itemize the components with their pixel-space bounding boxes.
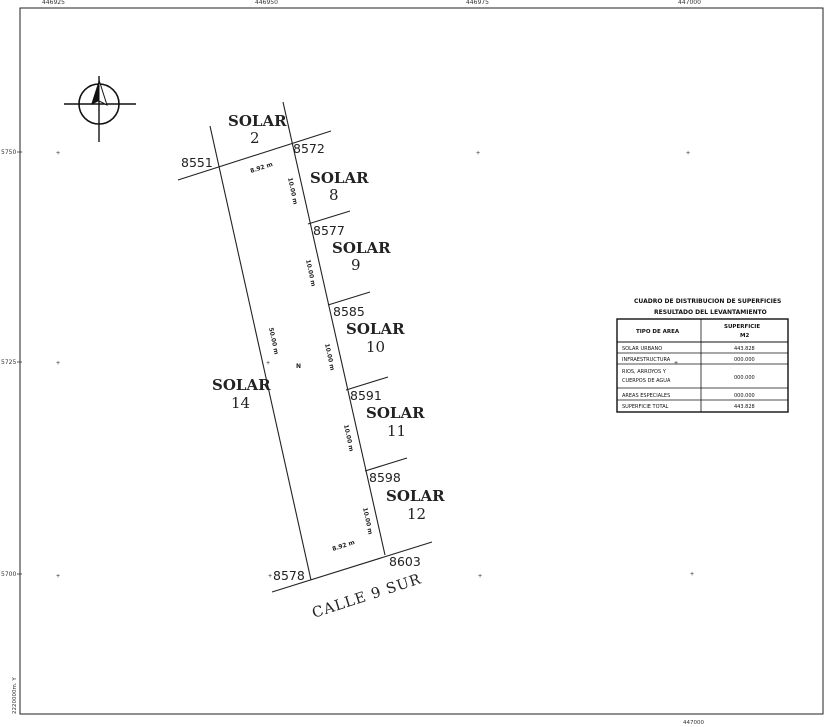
table-row-value: 443.828: [734, 346, 755, 352]
dim-long-side: 50.00 m: [267, 327, 280, 355]
grid-cross: +: [686, 150, 690, 157]
top-coord-1: 446925: [42, 0, 65, 6]
grid-cross: +: [476, 150, 480, 157]
top-coordinate-labels: 446925 446950 446975 447000: [42, 0, 701, 6]
table-row-value: 000.000: [734, 375, 755, 381]
grid-cross: +: [266, 360, 270, 367]
table-row-label: INFRAESTRUCTURA: [622, 357, 671, 363]
solar-8-label: SOLAR: [310, 169, 369, 187]
grid-crosses: + + + + + + + + + +: [56, 150, 694, 580]
division-line-9-10: [327, 291, 371, 306]
lot-14-west-boundary: [209, 125, 312, 581]
top-front-line: [177, 130, 332, 181]
left-coord-3: 5700: [1, 571, 16, 578]
dim-bottom-front: 8.92 m: [331, 539, 355, 553]
street-line: [271, 541, 433, 593]
vertex-8577: 8577: [313, 223, 345, 238]
solar-10-number: 10: [366, 338, 385, 356]
table-header-unit: M2: [740, 333, 749, 339]
dimension-labels: 8.92 m 8.92 m 50.00 m 10.00 m 10.00 m 10…: [249, 161, 373, 553]
table-row-label: RIOS, ARROYOS Y: [622, 369, 667, 375]
north-arrow-pointer-right: [98, 79, 108, 106]
table-title-line2: RESULTADO DEL LEVANTAMIENTO: [654, 309, 767, 316]
solar-8-number: 8: [329, 186, 339, 204]
solar-12-label: SOLAR: [386, 487, 445, 505]
division-line-10-11: [345, 376, 389, 391]
table-row-value: 000.000: [734, 393, 755, 399]
solar-2-number: 2: [250, 129, 260, 147]
table-row-label-line2: CUERPOS DE AGUA: [622, 378, 671, 384]
table-title-line1: CUADRO DE DISTRIBUCION DE SUPERFICIES: [634, 298, 781, 305]
solar-14-number: 14: [231, 394, 250, 412]
solar-labels: SOLAR 2 SOLAR 8 SOLAR 9 SOLAR 10 SOLAR 1…: [212, 112, 445, 523]
surface-table: CUADRO DE DISTRIBUCION DE SUPERFICIES RE…: [616, 298, 789, 413]
dim-segment-1: 10.00 m: [286, 177, 299, 205]
division-line-11-12: [364, 457, 408, 472]
vertex-8598: 8598: [369, 470, 401, 485]
top-coord-2: 446950: [255, 0, 278, 6]
dim-segment-3: 10.00 m: [323, 343, 336, 371]
vertex-labels: 8551 8572 8577 8585 8591 8598 8603 8578: [181, 141, 421, 583]
top-coord-3: 446975: [466, 0, 489, 6]
dim-segment-4: 10.00 m: [342, 424, 355, 452]
grid-cross: +: [56, 150, 60, 157]
north-arrow: [64, 76, 136, 142]
dim-top-front: 8.92 m: [249, 161, 273, 175]
solar-9-number: 9: [351, 256, 361, 274]
grid-cross: +: [56, 573, 60, 580]
left-coord-1: 5750: [1, 149, 16, 156]
map-frame: [19, 7, 824, 715]
grid-cross: +: [478, 573, 482, 580]
table-row-value: 443.828: [734, 404, 755, 410]
lot-14-east-boundary: [282, 101, 386, 556]
table-header-surface: SUPERFICIE: [724, 324, 760, 330]
grid-cross: +: [690, 571, 694, 578]
top-coord-4: 447000: [678, 0, 701, 6]
solar-12-number: 12: [407, 505, 426, 523]
solar-14-label: SOLAR: [212, 376, 271, 394]
vertex-8603: 8603: [389, 554, 421, 569]
table-border: [616, 318, 789, 413]
bottom-right-coord-note: 447000: [683, 720, 704, 726]
lot-geometry: [177, 101, 433, 593]
street-name: CALLE 9 SUR: [310, 571, 423, 621]
left-coord-2: 5725: [1, 359, 16, 366]
dim-segment-2: 10.00 m: [304, 259, 317, 287]
grid-cross: +: [56, 360, 60, 367]
vertex-8591: 8591: [350, 388, 382, 403]
solar-10-label: SOLAR: [346, 320, 405, 338]
table-row-value: 000.000: [734, 357, 755, 363]
table-row-label: AREAS ESPECIALES: [622, 393, 670, 399]
solar-9-label: SOLAR: [332, 239, 391, 257]
vertex-8551: 8551: [181, 155, 213, 170]
north-arrow-pointer: [91, 80, 99, 105]
table-header-type: TIPO DE AREA: [636, 329, 680, 335]
vertex-8578: 8578: [273, 568, 305, 583]
grid-cross: +: [268, 573, 272, 580]
bottom-left-coord-note: 2220000m. Y: [12, 677, 18, 714]
lot-north-mark: N: [296, 363, 301, 370]
left-coordinate-labels: 5750 5725 5700: [1, 149, 22, 578]
vertex-8585: 8585: [333, 304, 365, 319]
vertex-8572: 8572: [293, 141, 325, 156]
dim-segment-5: 10.00 m: [361, 507, 374, 535]
solar-11-number: 11: [387, 422, 406, 440]
table-row-label: SUPERFICIE TOTAL: [622, 404, 669, 410]
table-row-label: SOLAR URBANO: [622, 346, 662, 352]
solar-11-label: SOLAR: [366, 404, 425, 422]
grid-cross: +: [674, 360, 678, 367]
solar-2-label: SOLAR: [228, 112, 287, 130]
division-line-8-9: [307, 210, 351, 225]
